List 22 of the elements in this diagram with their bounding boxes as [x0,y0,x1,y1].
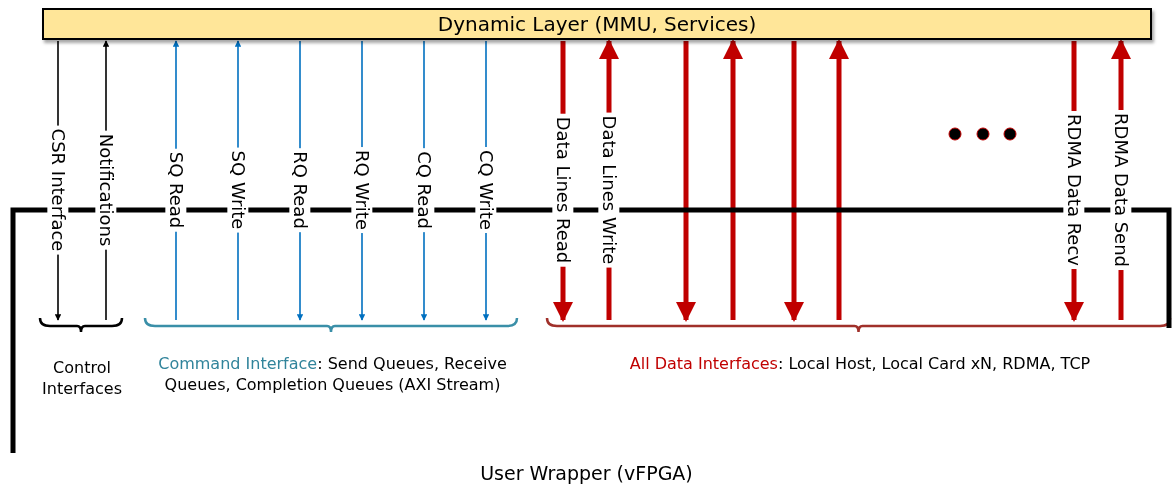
edge-label: CQ Read [413,148,435,232]
edge-label: CQ Write [475,147,497,233]
edge-label: RDMA Data Recv [1063,111,1085,269]
arrow [676,41,696,322]
edge-label: Data Lines Write [598,112,620,268]
arrow [723,39,743,320]
edge-label: CSR Interface [47,125,69,255]
group-caption: Control Interfaces [41,358,123,400]
edge-label: Notifications [95,130,117,250]
layer-box [42,8,1152,40]
wrapper-title: User Wrapper (vFPGA) [479,462,694,484]
edge-label: SQ Read [165,148,187,232]
group-caption: All Data Interfaces: Local Host, Local Card xN, RDMA, TCP [628,354,1092,375]
group-caption: Command Interface: Send Queues, Receive Queues, Completion Queues (AXI Stream) [157,354,508,396]
arrow [784,41,804,322]
edge-label: Data Lines Read [552,113,574,267]
layer-title: Dynamic Layer (MMU, Services) [437,12,757,36]
arrow [829,39,849,320]
edge-label: SQ Write [227,147,249,233]
edge-label: RQ Read [289,148,311,232]
edge-label: RDMA Data Send [1110,110,1132,270]
edge-label: RQ Write [351,147,373,233]
